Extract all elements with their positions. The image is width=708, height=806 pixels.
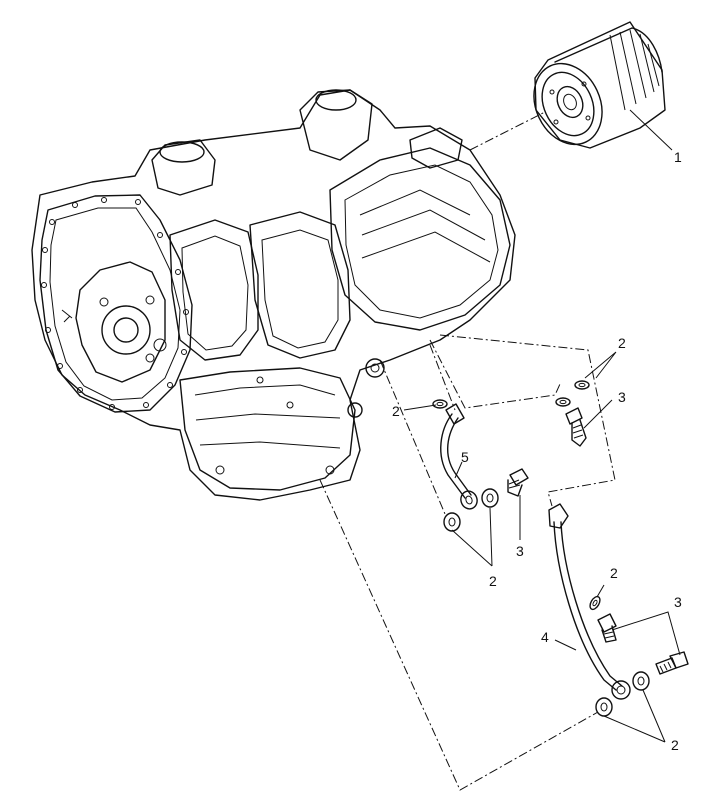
washer (555, 397, 571, 407)
callout-2: 2 (392, 403, 400, 419)
banjo-bolts (507, 407, 689, 675)
assembly-lines (319, 111, 616, 791)
leader-lines (403, 109, 681, 743)
oil-line-4 (548, 503, 631, 700)
banjo-bolt (507, 468, 529, 497)
callout-1: 1 (674, 149, 682, 165)
washer (632, 671, 650, 691)
engine-crankcase (31, 89, 516, 501)
oil-line-5 (440, 403, 478, 510)
callout-3: 3 (674, 594, 682, 610)
callout-5: 5 (461, 449, 469, 465)
callout-2: 2 (671, 737, 679, 753)
callout-3: 3 (618, 389, 626, 405)
banjo-bolt (655, 651, 689, 675)
oil-filter (533, 21, 666, 149)
washers (432, 380, 650, 717)
washer (574, 380, 590, 390)
washer (589, 595, 601, 611)
washer (595, 697, 613, 717)
washer (443, 512, 461, 532)
callout-3: 3 (516, 543, 524, 559)
callout-2: 2 (489, 573, 497, 589)
callout-2: 2 (610, 565, 618, 581)
banjo-bolt (597, 613, 617, 643)
banjo-bolt (565, 407, 587, 447)
callout-4: 4 (541, 629, 549, 645)
washer (432, 399, 448, 409)
washer (481, 488, 499, 508)
flange-bolts (41, 197, 189, 410)
callout-2: 2 (618, 335, 626, 351)
callouts: 1 2 2 3 5 3 2 2 3 4 2 (392, 149, 682, 753)
